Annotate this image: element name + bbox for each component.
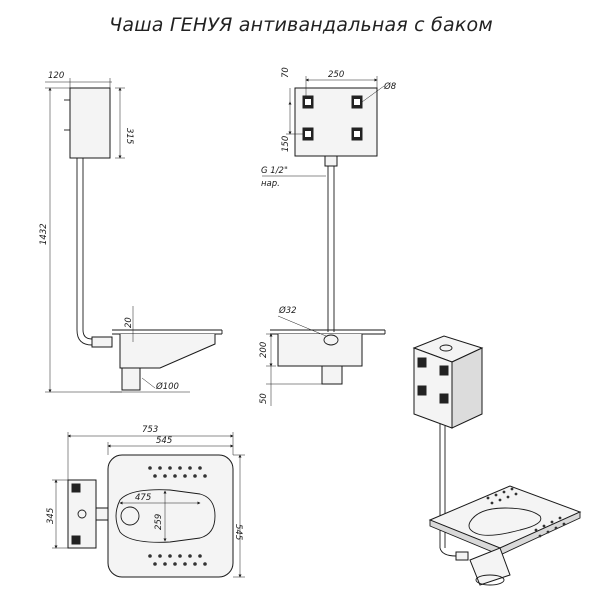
dim-front-hole-spacing: 150	[281, 136, 291, 152]
dim-side-tank-depth: 120	[48, 71, 64, 81]
front-bowl	[277, 334, 363, 367]
dim-top-bowl-depth: 545	[233, 524, 243, 540]
dim-top-bowl-width: 545	[156, 436, 172, 446]
side-tank	[69, 87, 111, 159]
dim-top-opening-width: 259	[154, 514, 164, 530]
top-bowl-plate	[107, 454, 234, 578]
dim-side-total-height: 1432	[39, 223, 49, 245]
dim-top-tank-side: 345	[46, 508, 56, 524]
dim-front-hole: Ø8	[383, 81, 397, 92]
side-outlet	[121, 367, 141, 391]
dim-side-outlet: Ø100	[155, 381, 179, 392]
dim-front-thread-note: нар.	[261, 179, 280, 189]
top-view: 753 545 545 345 475 259	[46, 425, 245, 578]
front-view: 250 70 Ø8 150 G 1/2" нар. Ø32 200 50	[259, 67, 397, 406]
isometric-view	[412, 335, 582, 586]
top-opening	[115, 489, 216, 543]
dim-front-top-offset: 70	[281, 67, 291, 78]
drawing-title: Чаша ГЕНУЯ антивандальная с баком	[109, 14, 493, 36]
side-bowl	[119, 334, 216, 369]
front-outlet	[321, 365, 343, 385]
dim-front-bowl-height: 200	[259, 342, 269, 358]
dim-top-overall-width: 753	[142, 425, 158, 435]
dim-side-pipe-offset: 20	[124, 317, 134, 328]
dim-front-tank-width: 250	[328, 70, 344, 80]
dim-top-opening-length: 475	[135, 493, 151, 503]
iso-bowl-plate	[428, 485, 582, 549]
dim-side-tank-height: 315	[124, 128, 134, 144]
side-connector	[91, 336, 113, 348]
dim-front-thread: G 1/2"	[261, 166, 288, 176]
dim-front-flush-pipe: Ø32	[278, 305, 297, 316]
dim-front-outlet-height: 50	[259, 393, 269, 404]
side-view: 120 315 1432 20 Ø100	[39, 71, 223, 393]
